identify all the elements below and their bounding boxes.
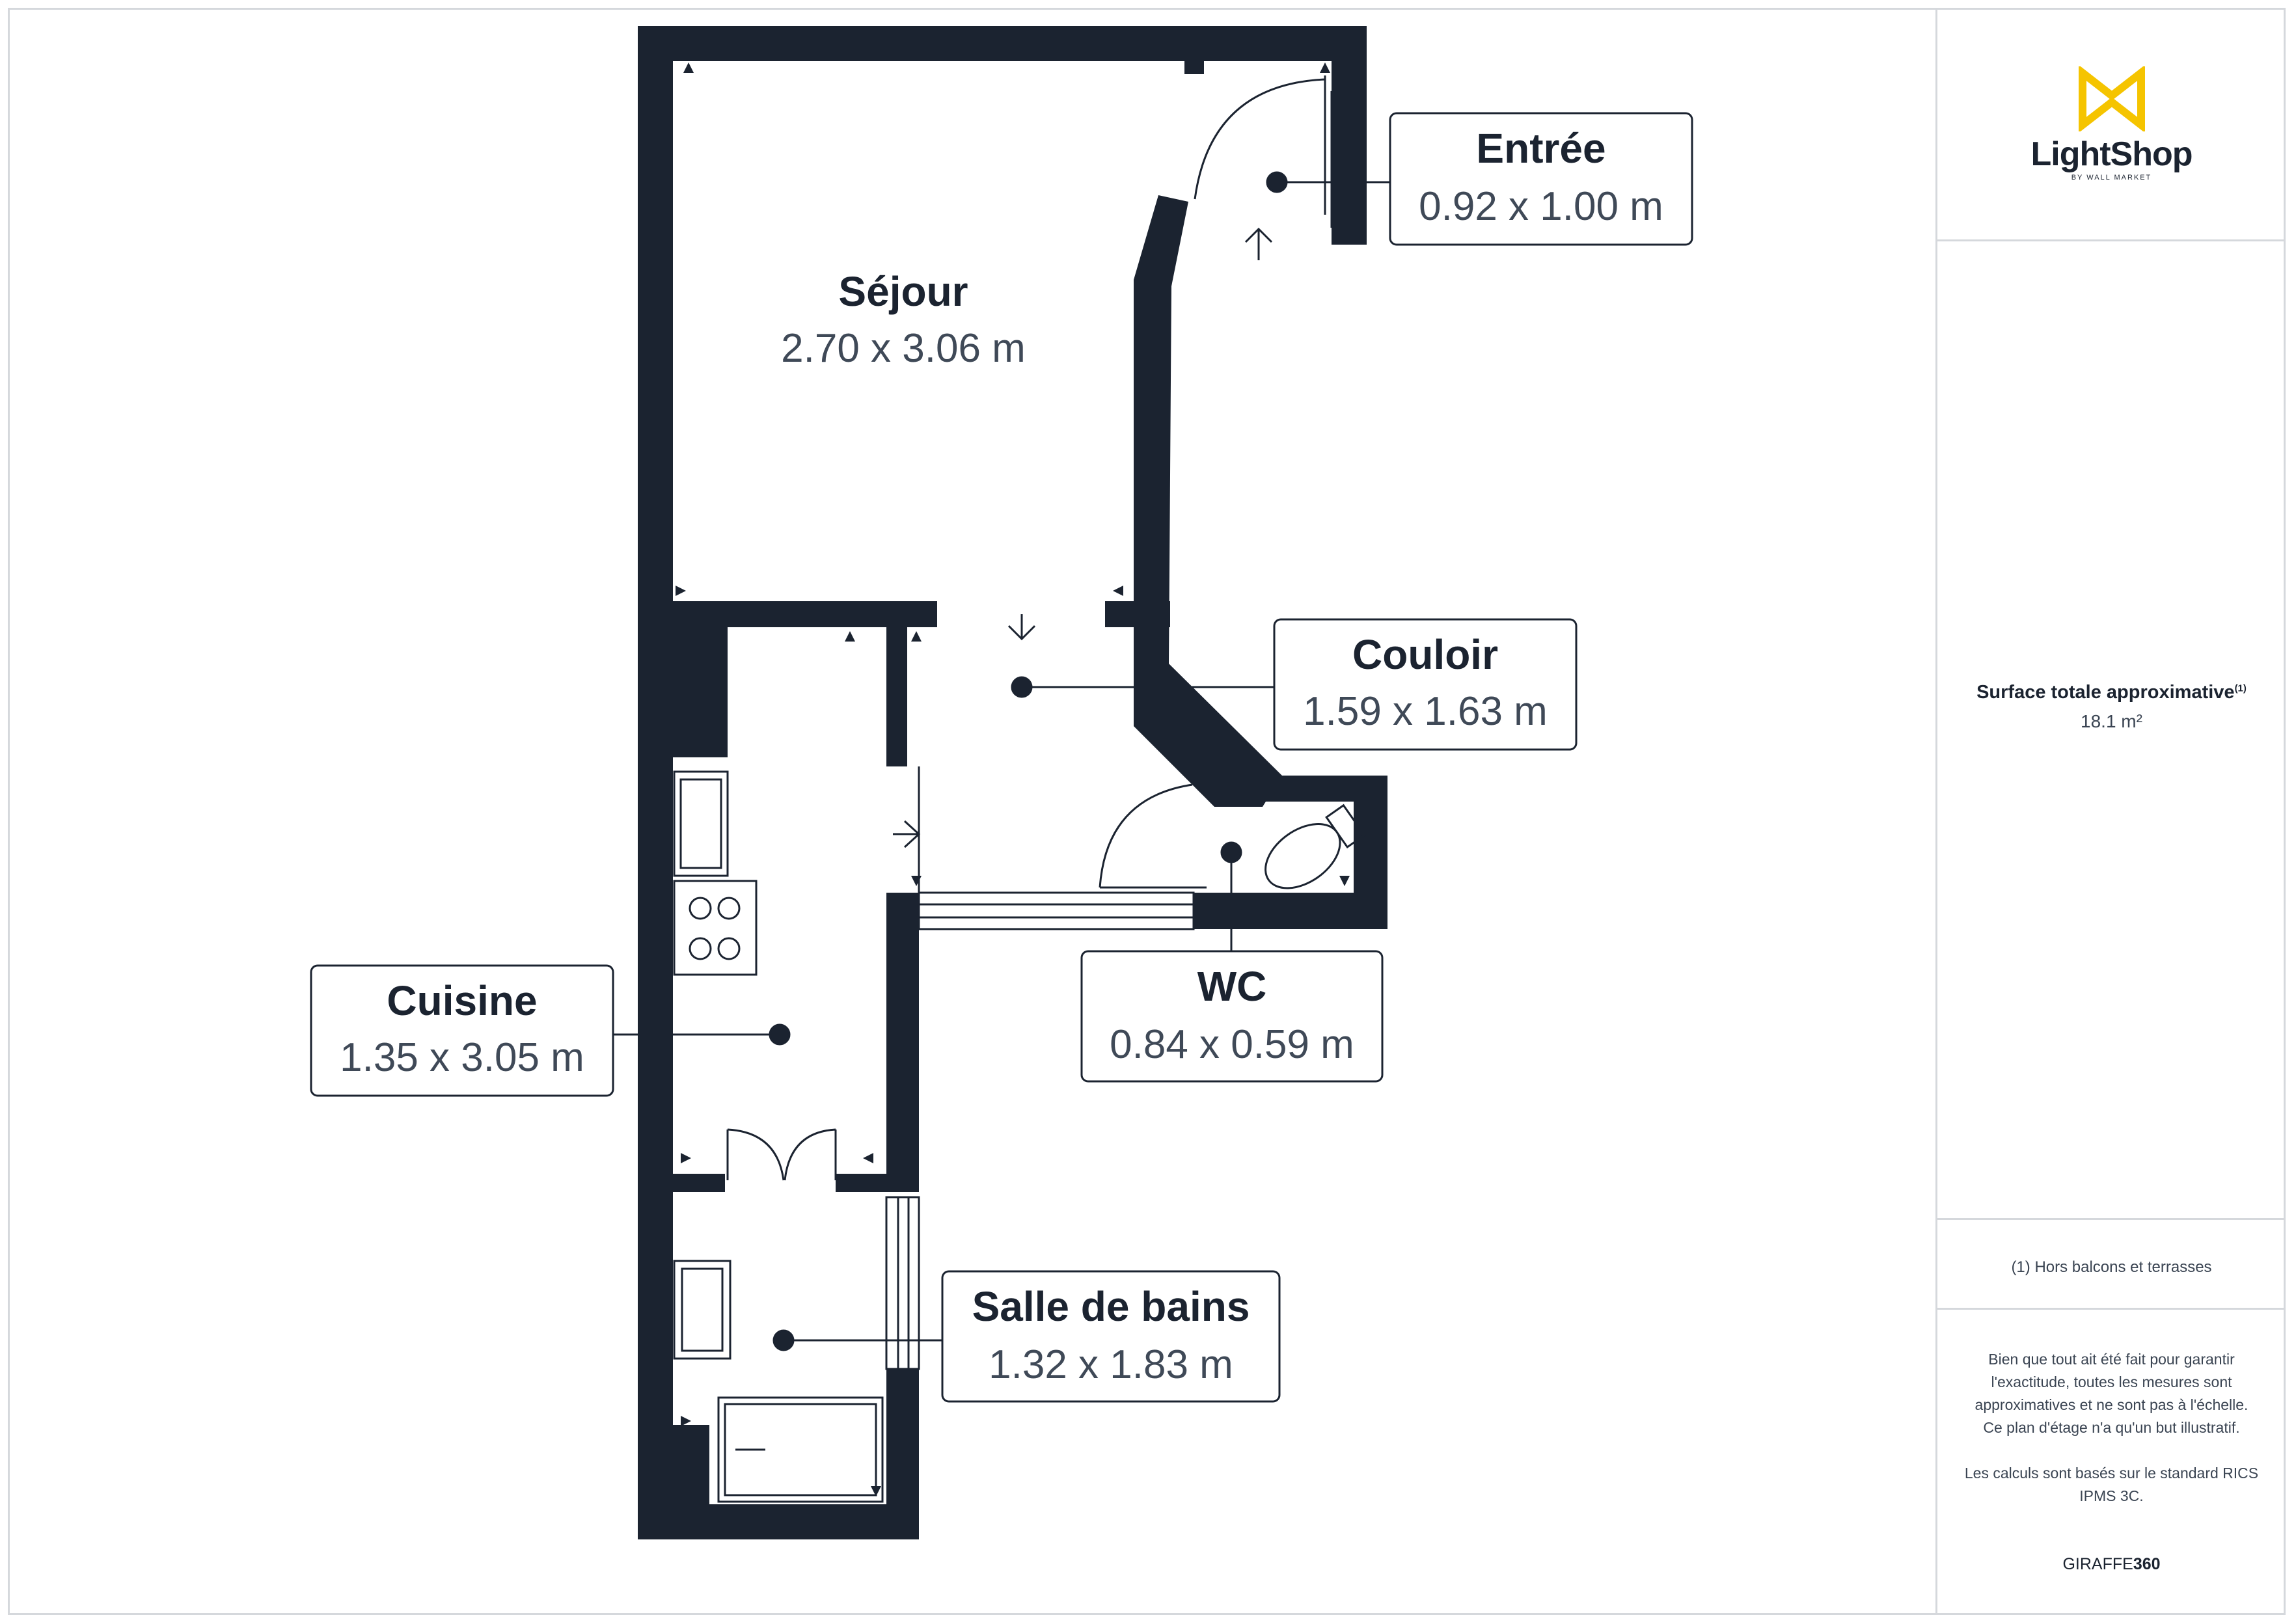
wall-sdb-pier [673, 1425, 709, 1504]
wall-left [638, 26, 673, 1539]
room-label-cuisine: Cuisine 1.35 x 3.05 m [310, 964, 614, 1097]
corner-markers [676, 62, 1350, 1496]
disclaimer-text: Bien que tout ait été fait pour garantir… [1975, 1351, 2248, 1436]
logo-subtitle: BY WALL MARKET [2071, 174, 2152, 182]
room-label-entree: Entrée 0.92 x 1.00 m [1389, 112, 1693, 246]
lightshop-logo: LightShop BY WALL MARKET [1937, 64, 2286, 182]
sdb-sink-icon [673, 1260, 731, 1360]
wall-top [638, 26, 1367, 61]
leader-lines [613, 171, 1390, 1351]
kitchen-sink-icon [673, 770, 729, 877]
wall-sejour-bottom-left [638, 601, 937, 627]
wall-cuisine-right-top [886, 627, 907, 766]
room-name: Séjour [838, 268, 968, 315]
dot-wc [1220, 841, 1242, 863]
window-couloir [918, 891, 1195, 930]
door-entree-arc [1194, 78, 1326, 200]
door-wc-arc [1099, 783, 1193, 888]
room-dimensions: 1.59 x 1.63 m [1303, 689, 1548, 734]
hob-icon [673, 880, 758, 976]
room-dimensions: 0.84 x 0.59 m [1110, 1022, 1354, 1067]
dot-sdb [772, 1329, 795, 1351]
total-area-label: Surface totale approximative(1) [1976, 682, 2247, 703]
room-name: WC [1197, 963, 1267, 1010]
entry-arrow-icon [1244, 227, 1273, 260]
room-name: Couloir [1352, 631, 1498, 678]
wall-bottom [638, 1504, 919, 1539]
wall-sdb-top-left [673, 1174, 725, 1192]
disclaimer-standard: Les calculs sont basés sur le standard R… [1964, 1465, 2259, 1504]
footnote-mark: (1) [2234, 683, 2247, 694]
wall-couloir-diagonal [1134, 664, 1282, 807]
wall-sejour-bottom-right [1105, 601, 1170, 627]
divider [1937, 1308, 2286, 1310]
room-name: Entrée [1476, 125, 1606, 172]
total-area: Surface totale approximative(1) 18.1 m² [1937, 682, 2286, 732]
arrow-right-icon [893, 820, 921, 848]
logo-wordmark: LightShop [2030, 135, 2193, 173]
wall-cuisine-right-bottom [886, 893, 919, 1192]
room-dimensions: 2.70 x 3.06 m [781, 326, 1026, 371]
wall-entree-right [1332, 26, 1367, 245]
total-area-value: 18.1 m² [2081, 711, 2142, 731]
dot-cuisine [769, 1023, 791, 1046]
divider [1937, 1218, 2286, 1220]
room-name: Salle de bains [972, 1283, 1250, 1330]
bathtub-icon [717, 1396, 884, 1503]
wall-sdb-top-right [836, 1174, 919, 1192]
fixtures [673, 75, 1366, 1503]
footnote: (1) Hors balcons et terrasses [2011, 1258, 2212, 1276]
dot-entree [1266, 171, 1288, 193]
arrow-down-icon [1007, 614, 1036, 641]
toilet-icon [1264, 804, 1366, 889]
window-sdb [885, 1196, 920, 1370]
room-name: Cuisine [387, 977, 537, 1024]
page-frame [8, 8, 2286, 1615]
disclaimer: Bien que tout ait été fait pour garantir… [1963, 1348, 2260, 1530]
room-label-wc: WC 0.84 x 0.59 m [1080, 950, 1384, 1083]
wall-wc-bottom [1194, 893, 1387, 929]
giraffe360-brand: GIRAFFE360 [2062, 1555, 2161, 1573]
room-label-couloir: Couloir 1.59 x 1.63 m [1273, 618, 1578, 751]
dot-couloir [1011, 676, 1033, 698]
room-label-salle-de-bains: Salle de bains 1.32 x 1.83 m [941, 1270, 1281, 1403]
lightshop-logo-icon [2078, 64, 2145, 133]
door-sdb-left [726, 1128, 785, 1181]
room-label-sejour: Séjour 2.70 x 3.06 m [781, 268, 1026, 371]
room-dimensions: 1.35 x 3.05 m [340, 1035, 584, 1080]
room-dimensions: 0.92 x 1.00 m [1419, 184, 1663, 229]
walls [638, 26, 1387, 1539]
wall-cuisine-left-block [673, 627, 728, 757]
info-sidebar: LightShop BY WALL MARKET Surface totale … [1935, 8, 2286, 1615]
wall-sejour-right [1134, 195, 1188, 664]
wall-pier-top [1184, 57, 1204, 74]
divider [1937, 239, 2286, 241]
room-dimensions: 1.32 x 1.83 m [989, 1342, 1233, 1387]
door-sdb-right [784, 1128, 837, 1181]
